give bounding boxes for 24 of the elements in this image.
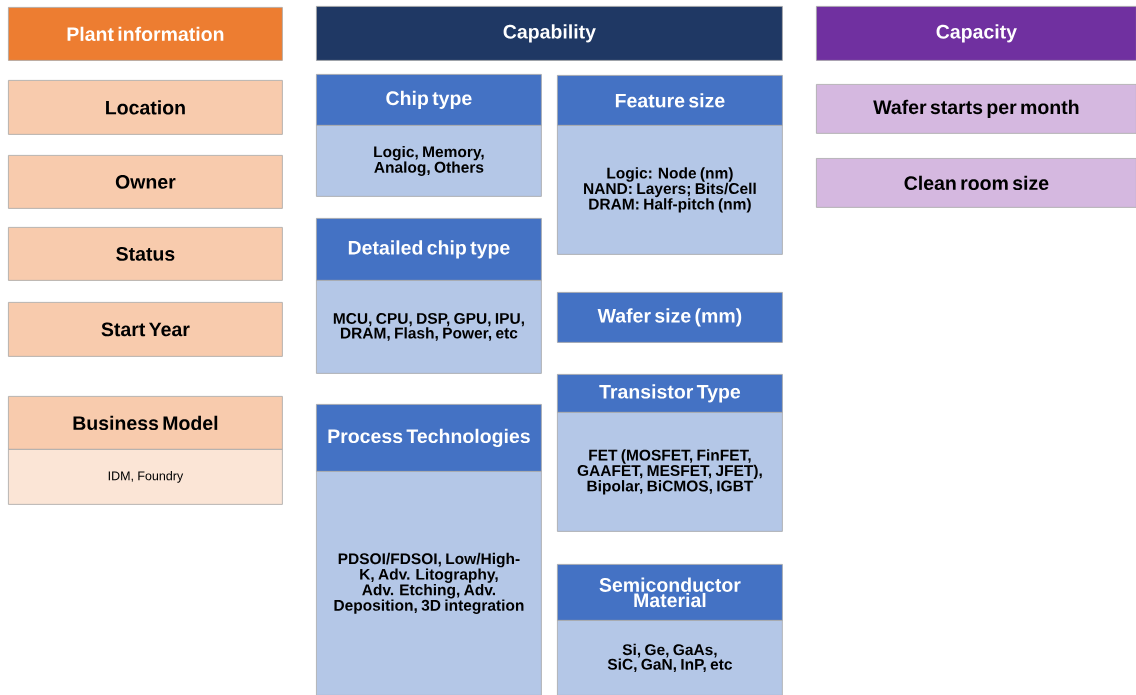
card-header: Clean room size	[816, 158, 1136, 208]
card-body: Si, Ge, GaAs, SiC, GaN, InP, etc	[557, 620, 783, 695]
card-header: Feature size	[557, 75, 783, 126]
card-header: Transistor Type	[557, 374, 783, 413]
card-header: Owner	[8, 155, 283, 209]
card-header: Capability	[316, 6, 783, 61]
card-header: Status	[8, 227, 283, 281]
card-header: Location	[8, 80, 283, 135]
card-body: Logic, Memory, Analog, Others	[316, 125, 542, 197]
card-body: MCU, CPU, DSP, GPU, IPU, DRAM, Flash, Power, etc	[316, 280, 542, 374]
card-body: FET (MOSFET, FinFET, GAAFET, MESFET, JFET), Bipolar, BiCMOS, IGBT	[557, 412, 783, 532]
card-header: Semiconductor Material	[557, 564, 783, 621]
card-header: Detailed chip type	[316, 218, 542, 281]
card-header: Wafer size (mm)	[557, 292, 783, 343]
card-header: Chip type	[316, 74, 542, 126]
card-header: Capacity	[816, 6, 1136, 61]
card-body: Logic: Node (nm) NAND: Layers; Bits/Cell DRAM: Half-pitch (nm)	[557, 125, 783, 255]
card-body: IDM, Foundry	[8, 449, 283, 505]
card-header: Business Model	[8, 396, 283, 450]
card-body: PDSOI/FDSOI, Low/High-K, Adv. Litography, Adv. Etching, Adv. Deposition, 3D integration	[316, 471, 542, 695]
card-header: Start Year	[8, 302, 283, 357]
card-header: Wafer starts per month	[816, 84, 1136, 134]
card-header: Plant information	[8, 7, 283, 61]
card-header: Process Technologies	[316, 404, 542, 472]
